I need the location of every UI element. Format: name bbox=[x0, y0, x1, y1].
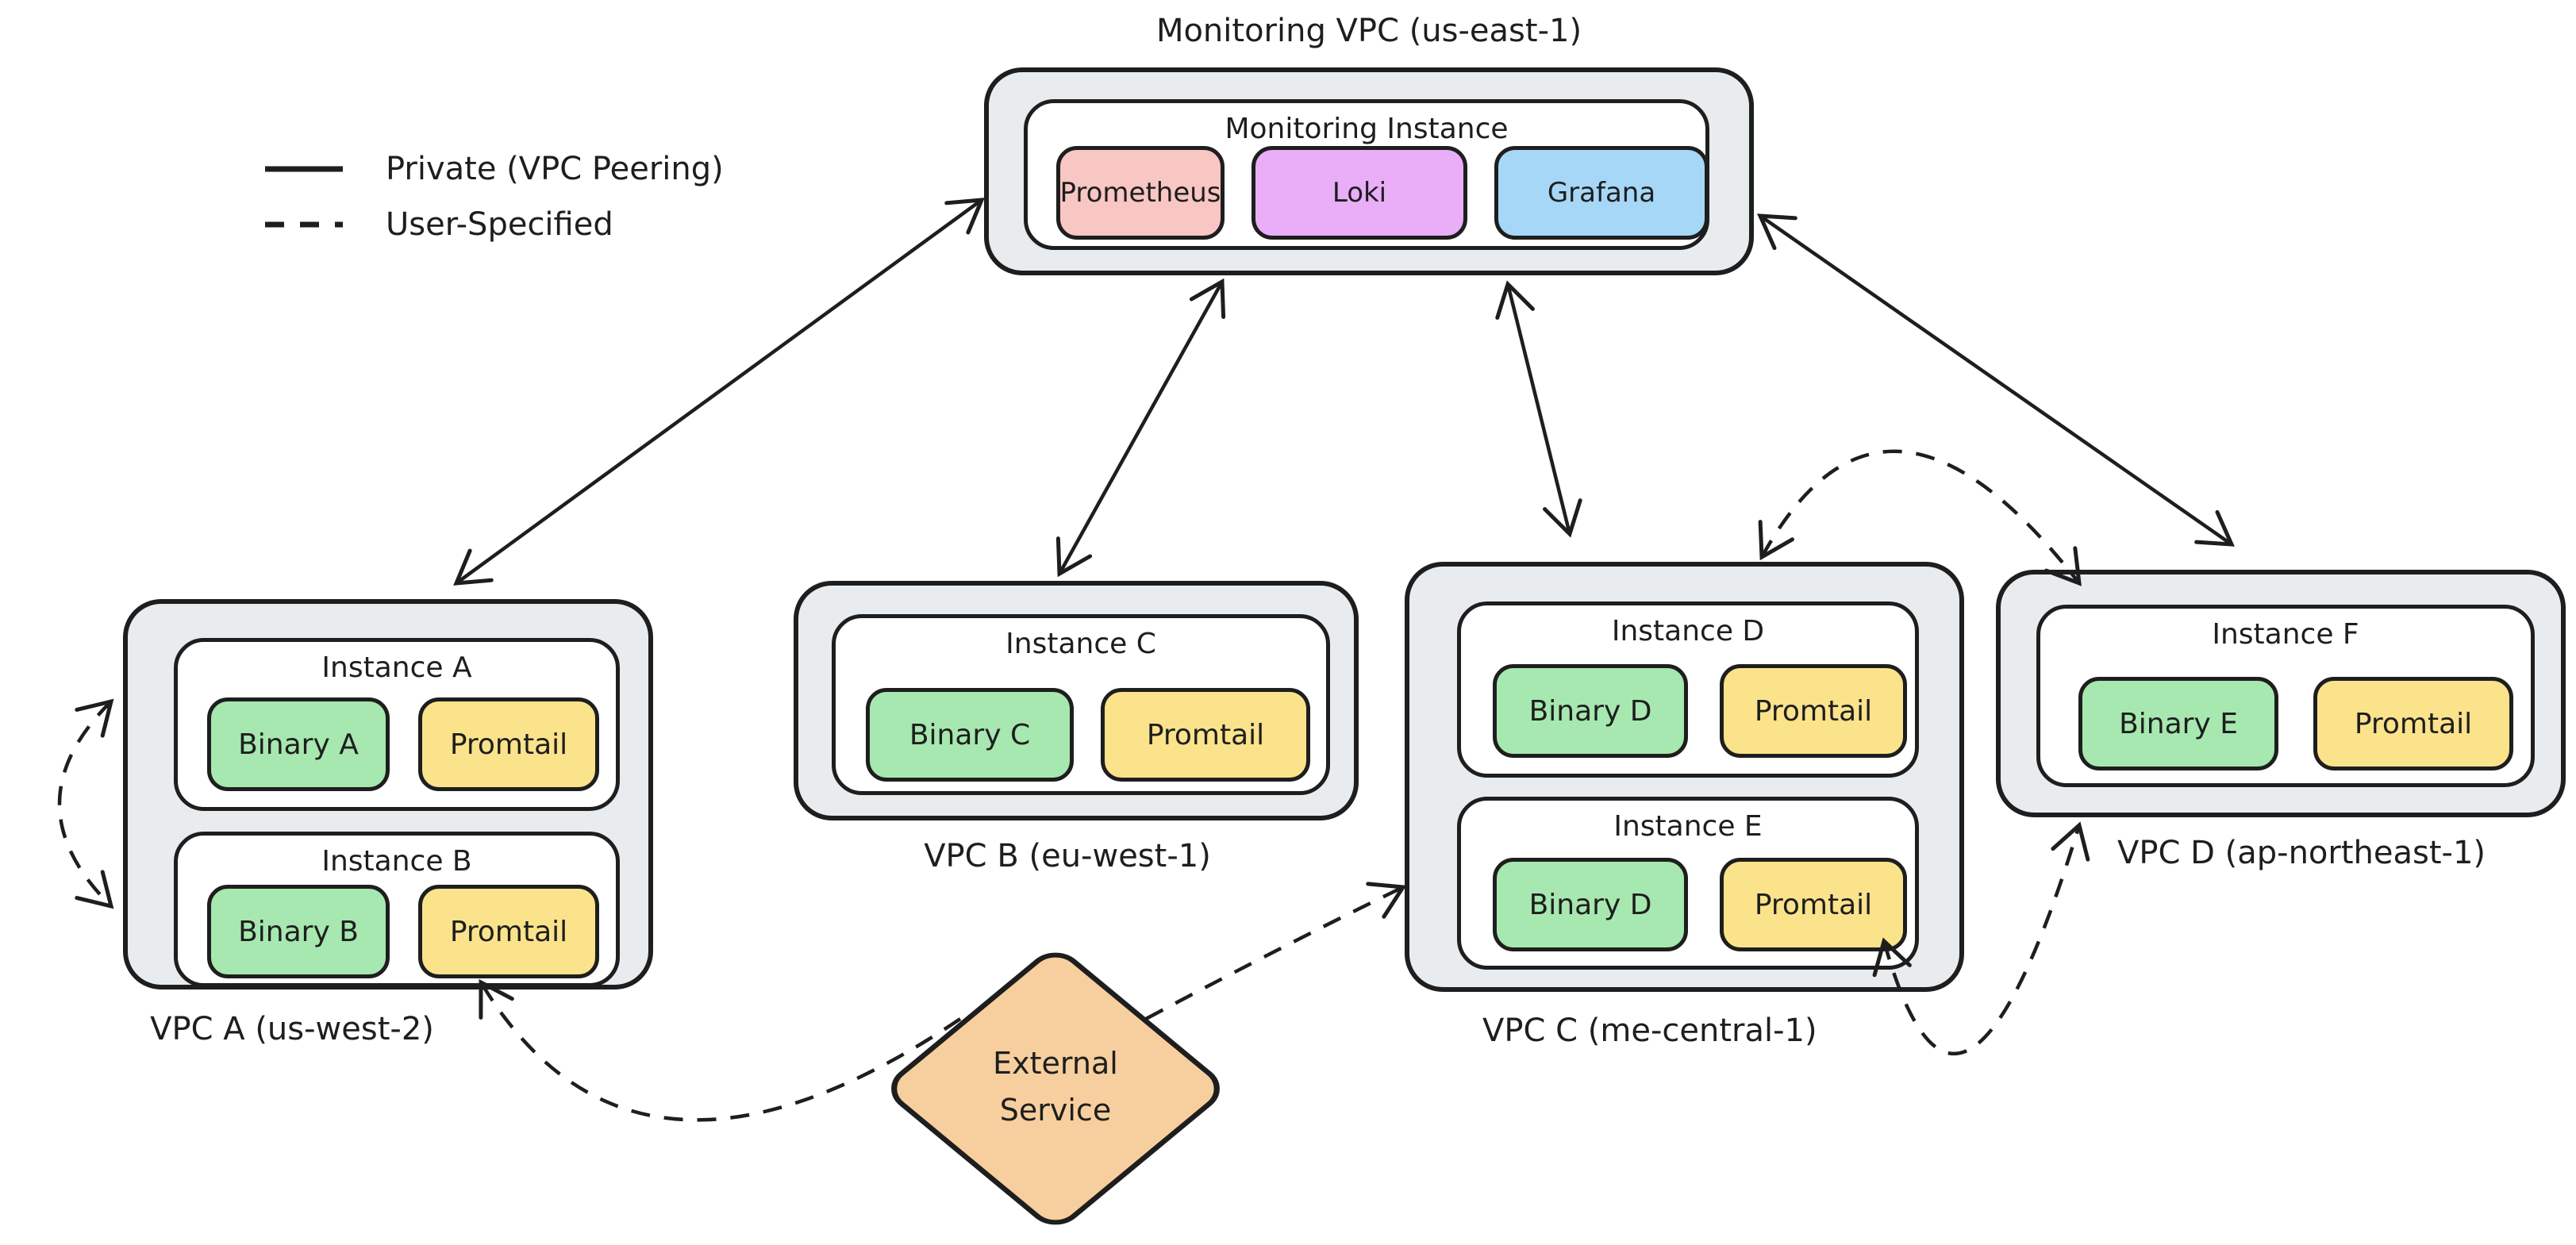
edge-monitoring-vpc-a bbox=[453, 198, 985, 586]
vpc-c-label: VPC C (me-central-1) bbox=[1482, 1013, 1817, 1049]
instance-f-promtail-node: Promtail bbox=[2313, 677, 2513, 770]
instance-d-label: Instance D bbox=[1611, 615, 1765, 647]
instance-d-promtail-node: Promtail bbox=[1720, 664, 1907, 758]
vpc-d-box: Instance F Binary E Promtail bbox=[1996, 570, 2566, 817]
instance-b-box: Instance B Binary B Promtail bbox=[174, 832, 620, 987]
legend-user-specified-label: User-Specified bbox=[386, 206, 613, 243]
binary-b-node: Binary B bbox=[207, 885, 390, 978]
instance-a-promtail-node: Promtail bbox=[418, 697, 599, 791]
vpc-a-label: VPC A (us-west-2) bbox=[150, 1011, 434, 1047]
edge-external-vpc-c bbox=[1144, 882, 1407, 1020]
binary-e-node: Binary E bbox=[2078, 677, 2278, 770]
instance-c-box: Instance C Binary C Promtail bbox=[832, 614, 1330, 795]
edge-monitoring-vpc-d bbox=[1757, 213, 2235, 547]
binary-d-node: Binary D bbox=[1493, 664, 1688, 758]
vpc-d-label: VPC D (ap-northeast-1) bbox=[2117, 835, 2486, 871]
binary-a-node: Binary A bbox=[207, 697, 390, 791]
monitoring-vpc-label: Monitoring VPC (us-east-1) bbox=[1155, 13, 1582, 49]
edge-monitoring-vpc-c bbox=[1495, 280, 1582, 538]
edge-monitoring-vpc-b bbox=[1055, 278, 1226, 578]
external-service-label-line2: Service bbox=[999, 1093, 1112, 1128]
edge-instance-a-instance-b bbox=[57, 698, 114, 909]
instance-a-label: Instance A bbox=[321, 651, 472, 684]
vpc-c-box: Instance D Binary D Promtail Instance E … bbox=[1405, 562, 1964, 992]
instance-f-label: Instance F bbox=[2212, 618, 2359, 651]
external-service-label-line1: External bbox=[993, 1046, 1118, 1082]
monitoring-instance-label: Monitoring Instance bbox=[1225, 113, 1509, 145]
instance-b-label: Instance B bbox=[321, 845, 472, 878]
loki-node: Loki bbox=[1251, 146, 1467, 240]
vpc-b-box: Instance C Binary C Promtail bbox=[794, 581, 1359, 820]
instance-c-label: Instance C bbox=[1005, 628, 1156, 660]
dashed-line-icon bbox=[265, 221, 343, 228]
grafana-node: Grafana bbox=[1494, 146, 1709, 240]
legend-private-label: Private (VPC Peering) bbox=[386, 151, 724, 187]
instance-c-promtail-node: Promtail bbox=[1101, 688, 1310, 782]
solid-line-icon bbox=[265, 166, 343, 172]
instance-e-binary-d-node: Binary D bbox=[1493, 858, 1688, 951]
edge-external-vpc-a bbox=[479, 978, 962, 1122]
legend-row-private: Private (VPC Peering) bbox=[262, 151, 724, 187]
vpc-a-box: Instance A Binary A Promtail Instance B … bbox=[123, 599, 653, 989]
legend-row-user-specified: User-Specified bbox=[262, 206, 613, 243]
instance-b-promtail-node: Promtail bbox=[418, 885, 599, 978]
instance-e-promtail-node: Promtail bbox=[1720, 858, 1907, 951]
external-service-label: External Service bbox=[936, 1024, 1175, 1151]
vpc-b-label: VPC B (eu-west-1) bbox=[924, 838, 1211, 874]
monitoring-instance-box: Monitoring Instance Prometheus Loki Graf… bbox=[1024, 99, 1709, 250]
instance-d-box: Instance D Binary D Promtail bbox=[1457, 601, 1919, 778]
prometheus-node: Prometheus bbox=[1056, 146, 1225, 240]
instance-f-box: Instance F Binary E Promtail bbox=[2036, 605, 2535, 787]
monitoring-vpc-box: Monitoring Instance Prometheus Loki Graf… bbox=[984, 67, 1754, 275]
instance-a-box: Instance A Binary A Promtail bbox=[174, 638, 620, 811]
instance-e-label: Instance E bbox=[1613, 810, 1763, 843]
instance-e-box: Instance E Binary D Promtail bbox=[1457, 797, 1919, 970]
binary-c-node: Binary C bbox=[866, 688, 1074, 782]
